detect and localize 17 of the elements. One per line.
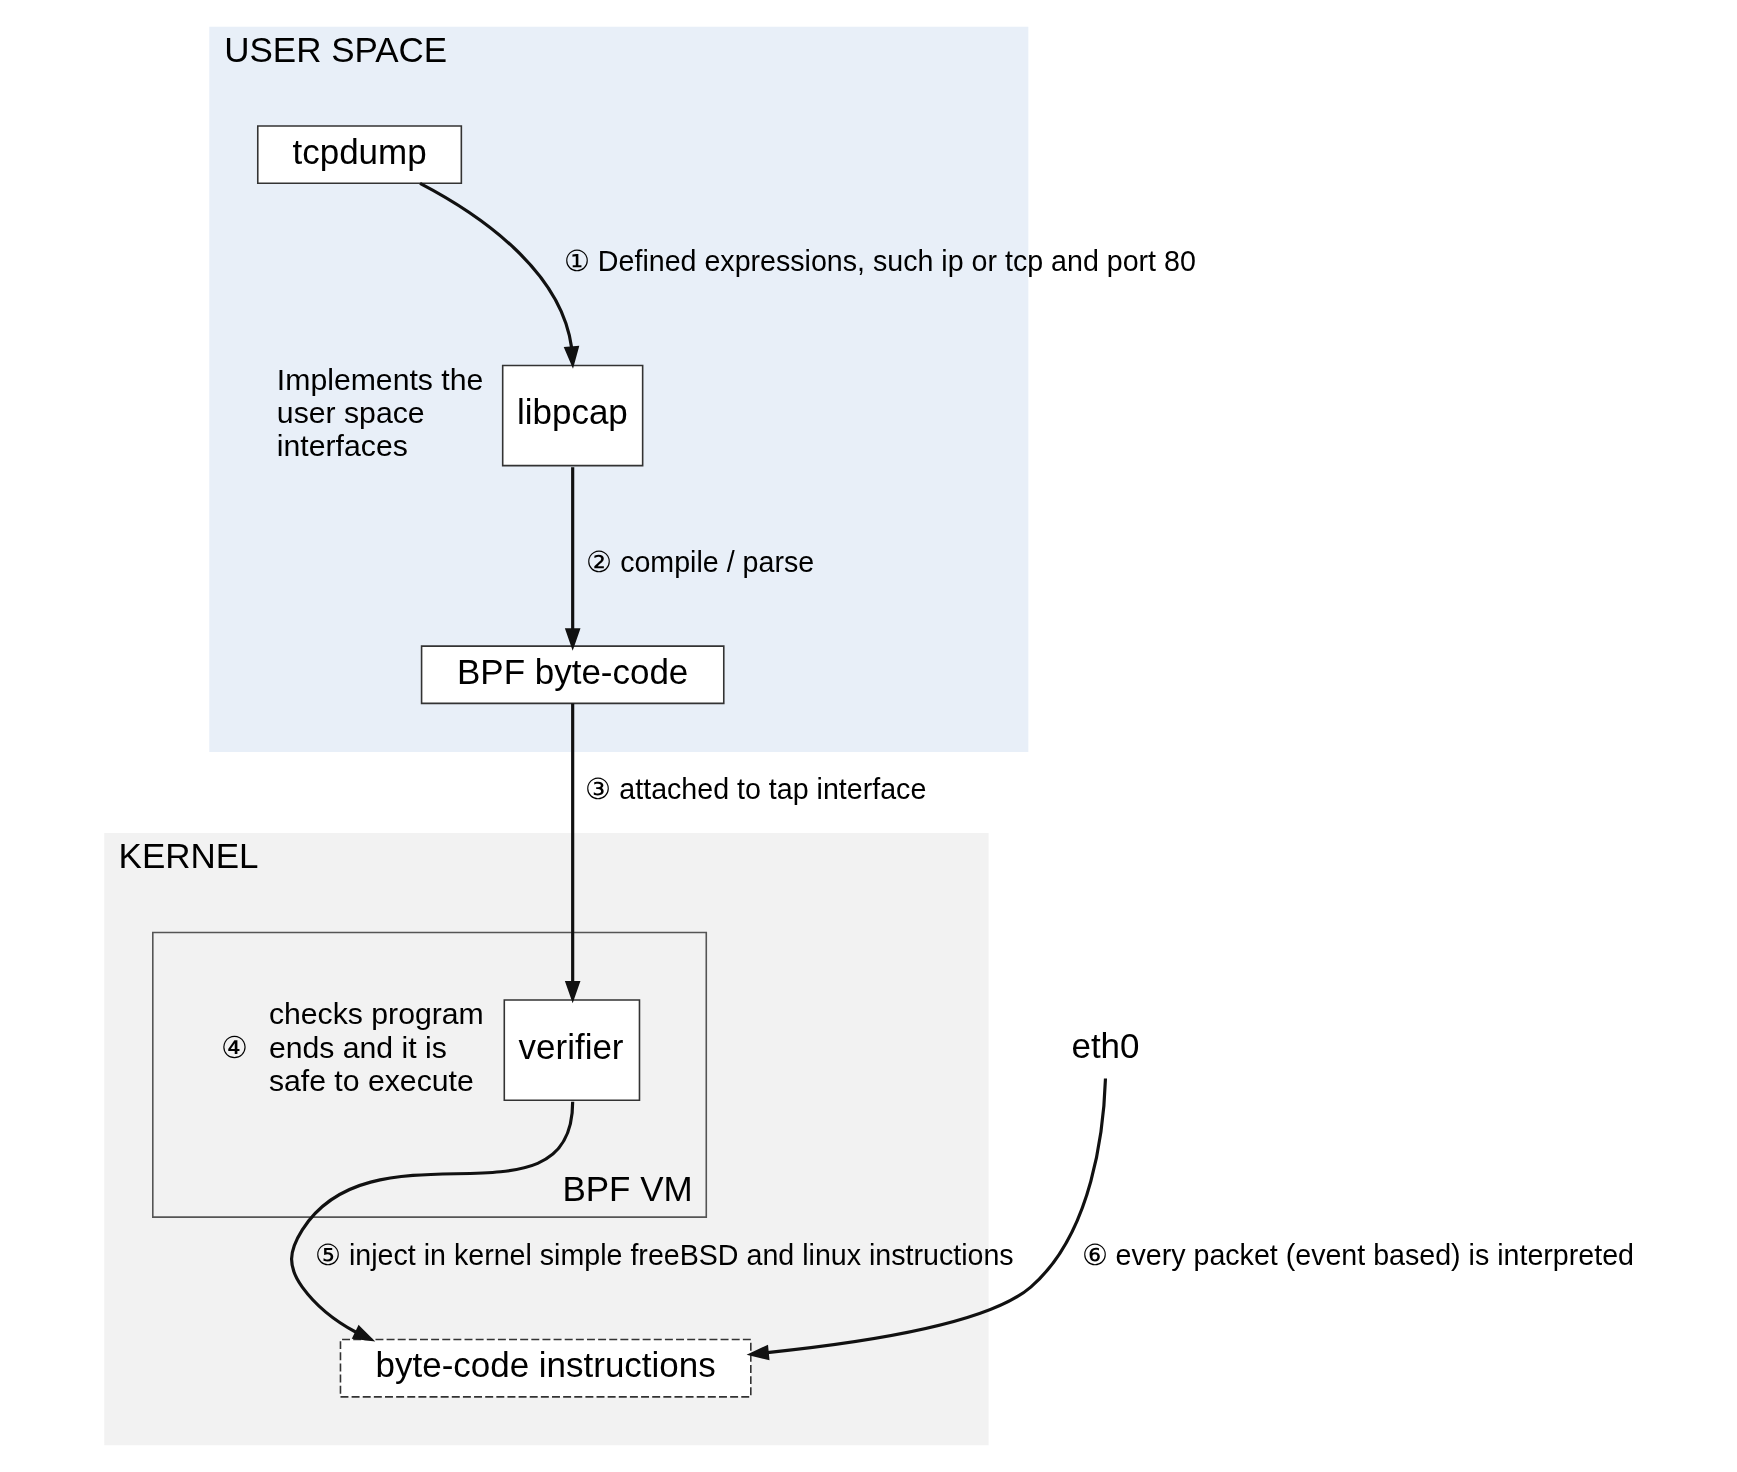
edge-label: ③ attached to tap interface bbox=[585, 773, 927, 806]
node-box: tcpdump bbox=[256, 125, 463, 185]
edge-label: ② compile / parse bbox=[586, 546, 815, 579]
arrow bbox=[746, 1078, 1108, 1361]
node-label: ④ bbox=[221, 1030, 249, 1064]
edge-label: ⑥ every packet (event based) is interpreted bbox=[1081, 1239, 1634, 1272]
arrow bbox=[564, 703, 581, 1004]
edge-label: ⑤ inject in kernel simple freeBSD and linux instructions bbox=[315, 1239, 1014, 1272]
node-text: eth0 bbox=[1071, 1026, 1140, 1066]
node-label: Implements the user space interfaces bbox=[276, 362, 484, 463]
edge-label: ① Defined expressions, such ip or tcp and port 80 bbox=[563, 245, 1196, 278]
node-box: BPF byte-code bbox=[420, 645, 725, 705]
arrow bbox=[290, 1101, 575, 1342]
node-box: byte-code instructions bbox=[339, 1338, 752, 1398]
arrow bbox=[564, 467, 581, 651]
node-label: checks program ends and it is safe to execute bbox=[268, 997, 484, 1097]
arrow bbox=[419, 182, 580, 369]
